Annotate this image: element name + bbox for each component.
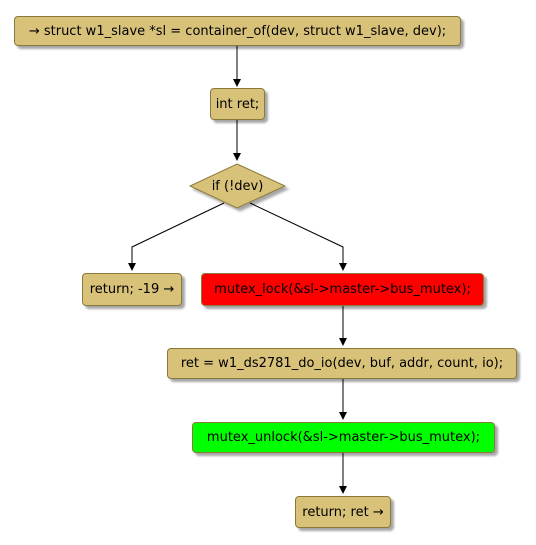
node-mutex-lock: mutex_lock(&sl->master->bus_mutex); bbox=[201, 273, 484, 306]
node-decl-ret: int ret; bbox=[210, 88, 265, 120]
node-return-err: return; -19 → bbox=[82, 273, 182, 306]
node-mutex-unlock: mutex_unlock(&sl->master->bus_mutex); bbox=[192, 422, 495, 453]
edge-cond-to-return-err bbox=[128, 202, 225, 271]
node-start: → struct w1_slave *sl = container_of(dev… bbox=[14, 16, 461, 46]
node-return-ret: return; ret → bbox=[295, 496, 391, 528]
node-cond-label: if (!dev) bbox=[211, 179, 264, 194]
edge-cond-to-lock bbox=[249, 202, 347, 271]
node-do-io: ret = w1_ds2781_do_io(dev, buf, addr, co… bbox=[167, 348, 517, 379]
cond-diamond bbox=[188, 163, 287, 209]
